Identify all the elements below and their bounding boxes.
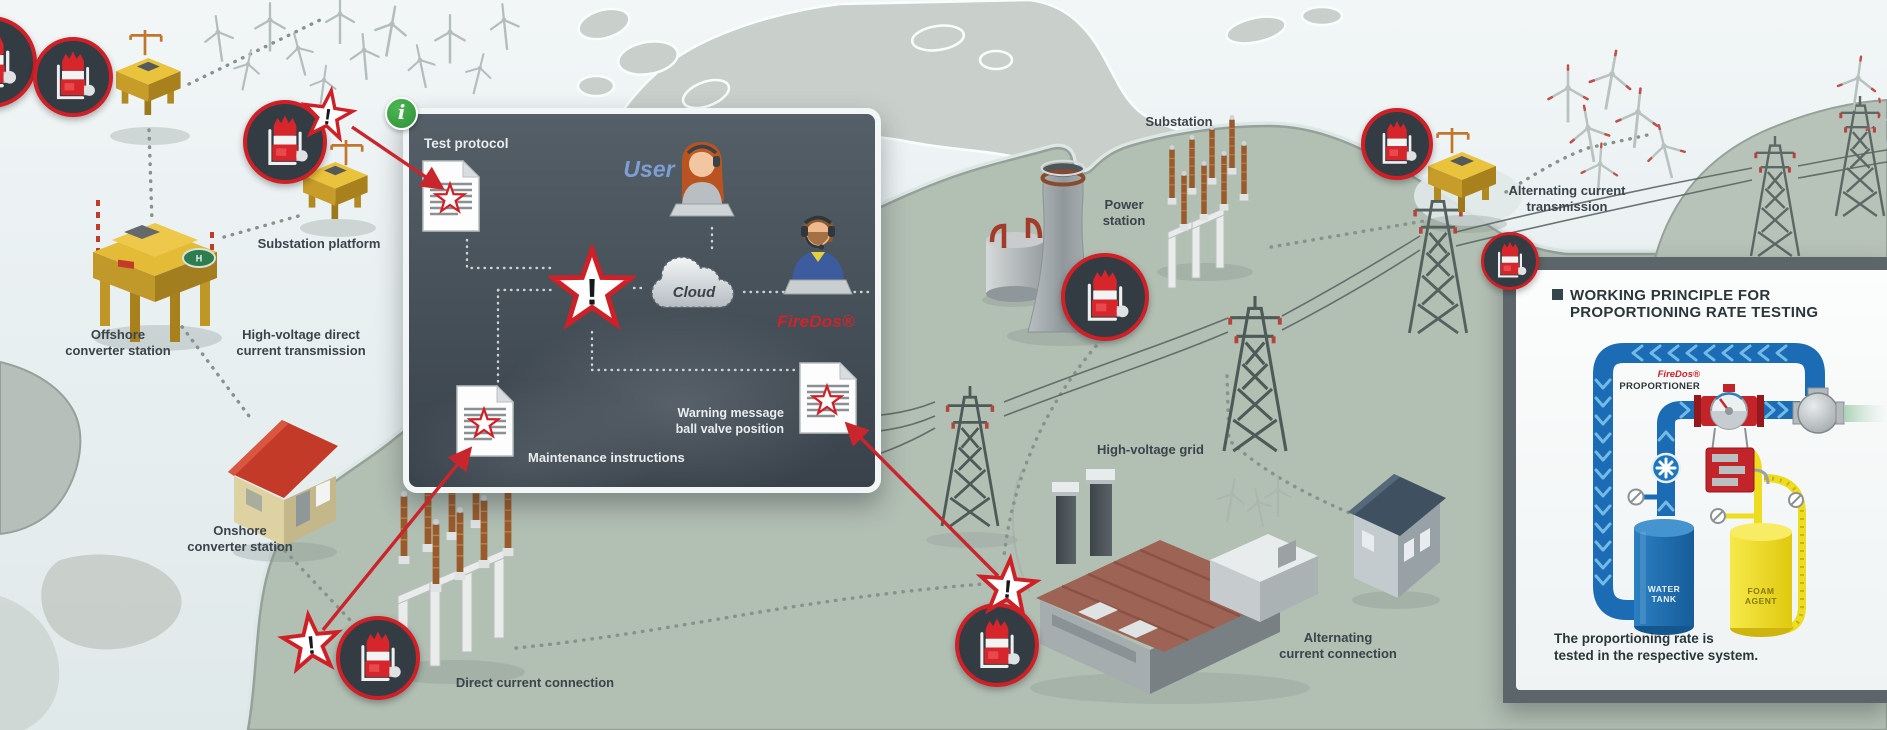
flowmeter-icon [1650,452,1682,484]
label-ac-transmission: Alternating current transmission [1508,183,1625,215]
label-hvdc-transmission: High-voltage direct current transmission [236,327,365,359]
working-principle-card: WORKING PRINCIPLE FOR PROPORTIONING RATE… [1516,270,1887,690]
wind-farm-northwest [200,0,523,110]
firedos-brand-label: FireDos® [777,312,855,331]
flow-chevrons [1594,344,1789,586]
caption-line: The proportioning rate is [1554,631,1714,646]
test-protocol-label: Test protocol [424,136,509,151]
proportioner-pump-icon [980,617,1022,668]
warning-document-icon [799,362,857,434]
square-bullet-icon [1552,289,1563,300]
proportioner-pump-icon [0,31,18,88]
firedos-proportioner-badge [33,37,113,117]
alert-star-icon: ! [976,554,1040,616]
factory-illustration [1036,469,1318,694]
label-line: transmission [1526,199,1608,214]
svg-text:!: ! [322,104,333,130]
water-loop-pipe [1593,343,1825,620]
proportioner-pump-icon [1087,268,1131,321]
label-offshore-converter: Offshore converter station [65,327,170,359]
alert-star-icon: ! [548,244,636,332]
label-substation-platform: Substation platform [257,236,381,251]
label-line: converter station [65,343,171,358]
proportioner-pump-icon [361,630,403,681]
closed-valve-icon [1627,488,1645,506]
onshore-converter-illustration [228,420,338,546]
warning-message-label: Warning message ball valve position [579,406,784,437]
firedos-proportioner-badge [955,603,1039,687]
cloud-label: Cloud [672,284,716,301]
label-line: Warning message [677,406,784,420]
firedos-agent-avatar [783,215,853,295]
label-line: Offshore [90,327,146,342]
caption-line: tested in the respective system. [1554,648,1759,663]
svg-text:AGENT: AGENT [1745,596,1778,606]
label-line: High-voltage direct [242,327,360,342]
maintenance-document-icon [456,384,514,458]
cloud-monitoring-panel: Test protocol User ! Cloud [403,108,881,493]
working-principle-title: WORKING PRINCIPLE FOR PROPORTIONING RATE… [1552,287,1818,321]
working-principle-panel: WORKING PRINCIPLE FOR PROPORTIONING RATE… [1503,257,1887,703]
svg-text:!: ! [1002,575,1013,604]
firedos-proportioner-badge [1361,108,1433,180]
user-label: User [623,156,675,182]
label-line: Alternating current [1508,183,1626,198]
firedos-proportioner-badge [336,616,420,700]
proportioner-pump-icon [1382,119,1418,164]
label-power-station: Power station [1103,197,1146,229]
proportioner-device [1694,384,1770,493]
cloud-icon [651,256,735,309]
label-line: Onshore [213,523,267,538]
svg-text:FOAM: FOAM [1747,586,1774,596]
proportioner-pump-icon [56,49,97,100]
main-landmass [0,98,1887,730]
svg-text:TANK: TANK [1652,594,1677,604]
water-tank: WATER TANK [1634,519,1694,635]
offshore-platform-nw [116,28,181,115]
title-line: PROPORTIONING RATE TESTING [1570,304,1819,321]
firedos-proportioner-badge [1481,232,1539,290]
test-protocol-document-icon [422,160,480,232]
dotted-connections [147,18,1654,650]
label-ac-connection: Alternating current connection [1279,630,1397,662]
firedos-proportioner-badge [243,100,327,184]
label-line: current transmission [236,343,366,358]
maintenance-label: Maintenance instructions [528,450,685,465]
info-icon: i [385,97,418,130]
svg-text:!: ! [586,271,598,313]
label-line: Power [1104,197,1144,212]
offshore-converter-illustration: H [93,200,217,342]
ac-platform-ne [1428,126,1496,212]
label-line: ball valve position [675,421,784,436]
label-line: Alternating [1303,630,1373,645]
label-onshore-converter: Onshore converter station [187,523,292,555]
suction-pipe [1657,401,1702,516]
house-illustration [1348,474,1446,598]
svg-text:WATER: WATER [1648,584,1681,594]
label-line: current connection [1279,646,1397,661]
diagram-proportioner-label: PROPORTIONER [1619,381,1700,392]
helipad-h-label: H [196,254,203,264]
firedos-proportioner-badge [1061,253,1149,341]
label-line: converter station [187,539,293,554]
label-hv-grid: High-voltage grid [1097,442,1204,457]
title-line: WORKING PRINCIPLE FOR [1570,287,1771,304]
label-line: station [1102,213,1146,228]
proportioning-diagram: WATER TANK FOAM AGENT [1593,343,1887,637]
svg-text:!: ! [306,631,317,660]
northern-landmass [576,0,1344,235]
alert-star-icon: ! [278,610,344,673]
proportioner-pump-icon [1498,240,1528,278]
diagram-brand-label: FireDos® [1658,369,1700,380]
label-substation: Substation [1145,114,1213,129]
ball-valve [1792,387,1887,434]
user-operator-avatar [669,142,735,217]
alert-star-icon: ! [299,85,357,142]
foam-agent-tank: FOAM AGENT [1730,523,1792,637]
substation-illustration [1167,114,1249,289]
label-dc-connection: Direct current connection [455,675,615,690]
working-principle-caption: The proportioning rate is tested in the … [1554,630,1758,664]
